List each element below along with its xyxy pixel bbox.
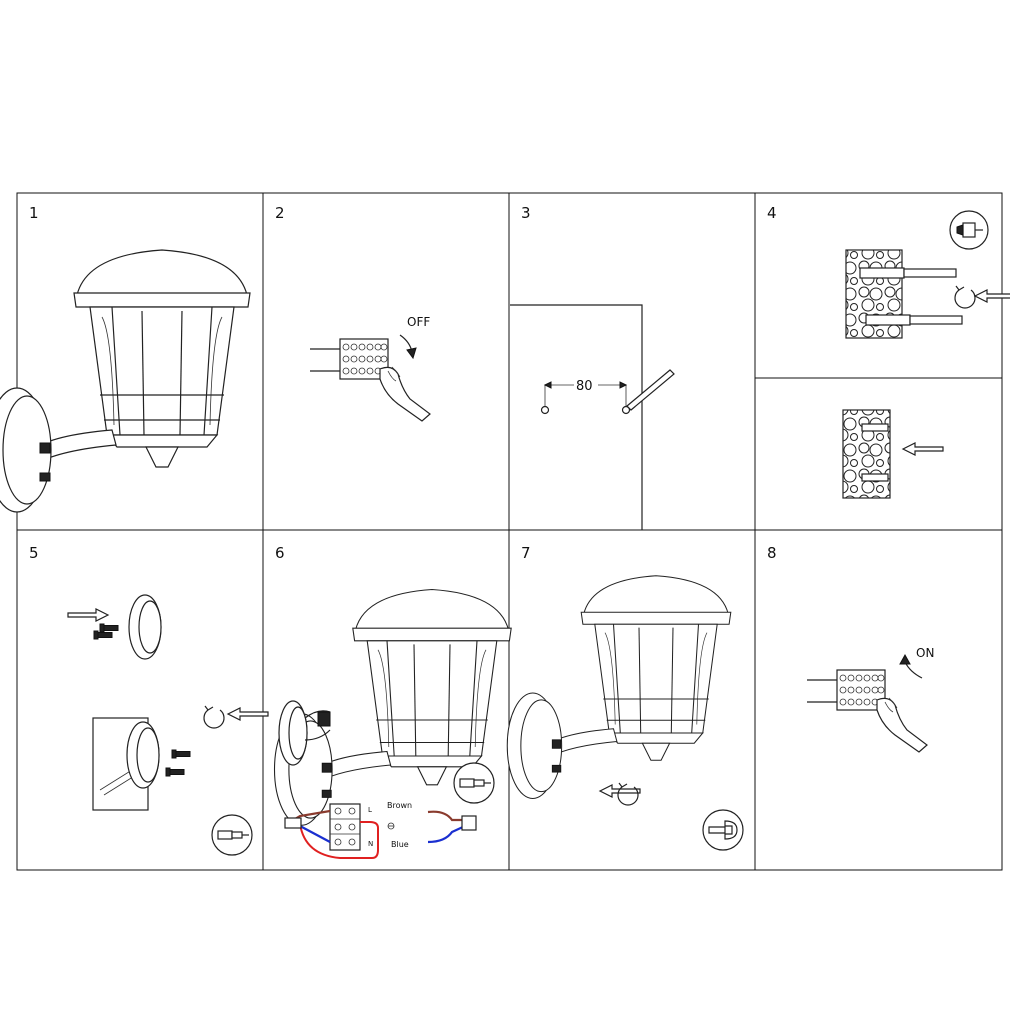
terminal-n-label: N [368, 840, 373, 848]
screwdriver-icon [211, 814, 253, 856]
mount-base-illustration [67, 594, 269, 856]
step-number-1: 1 [29, 204, 39, 222]
on-label: ON [916, 646, 934, 660]
terminal-l-label: L [368, 806, 372, 814]
earth-symbol-icon [387, 822, 395, 830]
wrench-icon [702, 809, 744, 851]
blue-wire-label: Blue [391, 840, 409, 849]
power-on-illustration: ON [806, 646, 934, 753]
pencil-icon [626, 369, 675, 411]
step-number-4: 4 [767, 204, 777, 222]
drilling-template-illustration: 80 [510, 304, 675, 530]
rotate-arrow-icon [203, 705, 225, 729]
wiring-illustration: L N Brown Blue [273, 588, 512, 859]
power-off-illustration: OFF [309, 315, 431, 422]
step-number-8: 8 [767, 544, 777, 562]
screwdriver-icon [453, 762, 495, 804]
drill-icon [949, 210, 989, 250]
dimension-label: 80 [576, 379, 593, 394]
rotate-arrow-icon [954, 285, 976, 309]
wall-plugs-illustration [845, 210, 1010, 339]
step-number-5: 5 [29, 544, 39, 562]
step-number-7: 7 [521, 544, 531, 562]
brown-wire-label: Brown [387, 801, 412, 810]
lamp-illustration [0, 249, 251, 513]
attach-lamp-illustration [506, 575, 744, 851]
rotate-arrow-icon [617, 782, 639, 806]
step-number-2: 2 [275, 204, 285, 222]
inserted-plugs-illustration [842, 409, 944, 499]
step-number-3: 3 [521, 204, 531, 222]
step-number-6: 6 [275, 544, 285, 562]
off-label: OFF [407, 315, 430, 329]
